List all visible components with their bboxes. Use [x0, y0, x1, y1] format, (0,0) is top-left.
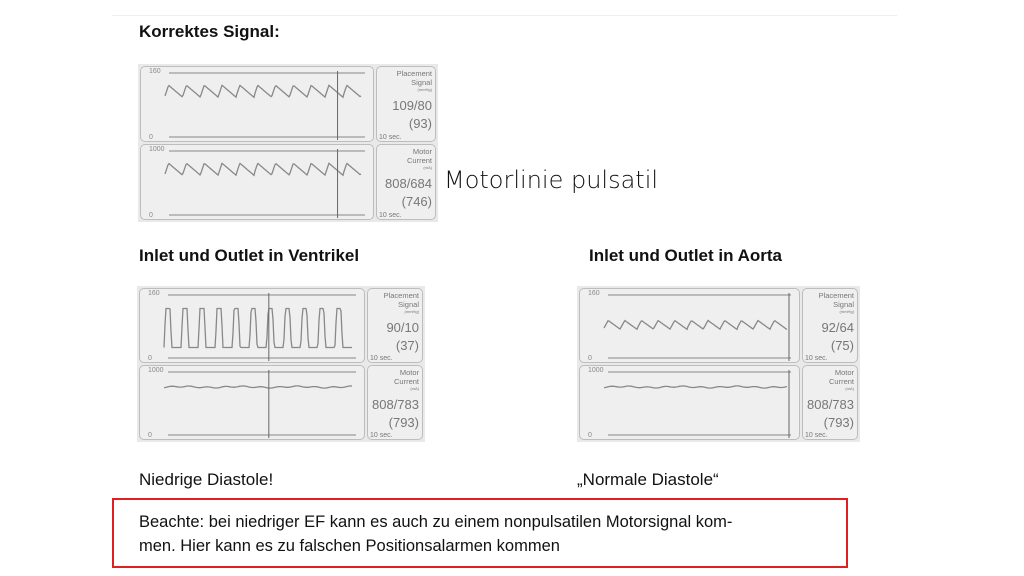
readout-unit: (mA): [845, 386, 854, 391]
heading-ventricle: Inlet und Outlet in Ventrikel: [139, 246, 360, 265]
y-max-label: 160: [588, 290, 600, 297]
monitor-correct-signal: 160 0 Placement Signal (mmHg) 109/80 (93…: [138, 64, 438, 222]
waveform-line: [164, 84, 362, 99]
motor-row: 1000 0 Motor Current (mA) 808/684 (746) …: [140, 144, 436, 220]
readout-unit: (mA): [410, 386, 419, 391]
heading-correct-signal: Korrektes Signal:: [139, 22, 280, 41]
readout-unit: (mmHg): [404, 309, 419, 314]
motor-row: 1000 0 Motor Current (mA) 808/783 (793) …: [139, 365, 423, 440]
warning-note-box: Beachte: bei niedriger EF kann es auch z…: [112, 498, 848, 568]
motor-readout: Motor Current (mA) 808/783 (793) 10 sec.: [802, 365, 858, 440]
readout-value: 109/80: [392, 98, 432, 113]
motor-waveform-plot: 1000 0: [579, 365, 800, 440]
waveform-trace: [603, 293, 791, 361]
waveform-line: [603, 385, 788, 389]
placement-waveform-plot: 160 0: [140, 66, 374, 142]
readout-label: Motor: [399, 368, 419, 377]
placement-waveform-plot: 160 0: [139, 288, 365, 363]
readout-value: 808/684: [385, 176, 432, 191]
annotation-motor-pulsatile: Motorlinie pulsatil: [444, 166, 659, 194]
placement-waveform-plot: 160 0: [579, 288, 800, 363]
waveform-line: [163, 307, 352, 349]
readout-mean: (37): [395, 338, 419, 353]
y-max-label: 160: [148, 290, 160, 297]
y-min-label: 0: [148, 355, 152, 362]
readout-unit: (mmHg): [417, 87, 432, 92]
divider: [112, 15, 897, 16]
note-line-1: Beachte: bei niedriger EF kann es auch z…: [139, 513, 733, 531]
motor-waveform-plot: 1000 0: [139, 365, 365, 440]
placement-row: 160 0 Placement Signal (mmHg) 109/80 (93…: [140, 66, 436, 142]
heading-aorta: Inlet und Outlet in Aorta: [589, 246, 782, 265]
readout-label: Current: [393, 377, 419, 386]
readout-label: Motor: [834, 368, 854, 377]
readout-mean: (793): [388, 415, 419, 430]
y-max-label: 1000: [588, 367, 604, 374]
motor-readout: Motor Current (mA) 808/684 (746) 10 sec.: [376, 144, 436, 220]
y-min-label: 0: [149, 212, 153, 219]
readout-unit: (mA): [423, 165, 432, 170]
caption-ventricle: Niedrige Diastole!: [139, 470, 274, 489]
readout-label: Signal: [833, 300, 854, 309]
placement-readout: Placement Signal (mmHg) 92/64 (75) 10 se…: [802, 288, 858, 363]
placement-readout: Placement Signal (mmHg) 90/10 (37) 10 se…: [367, 288, 423, 363]
placement-readout: Placement Signal (mmHg) 109/80 (93) 10 s…: [376, 66, 436, 142]
readout-mean: (746): [401, 194, 432, 209]
waveform-trace: [163, 370, 356, 438]
y-max-label: 1000: [148, 367, 164, 374]
readout-label: Signal: [398, 300, 419, 309]
y-min-label: 0: [148, 432, 152, 439]
readout-label: Motor: [412, 147, 432, 156]
placement-row: 160 0 Placement Signal (mmHg) 90/10 (37)…: [139, 288, 423, 363]
motor-row: 1000 0 Motor Current (mA) 808/783 (793) …: [579, 365, 858, 440]
note-line-2: men. Hier kann es zu falschen Positionsa…: [139, 537, 560, 555]
waveform-trace: [603, 370, 791, 438]
readout-mean: (93): [408, 116, 432, 131]
readout-value: 92/64: [821, 320, 854, 335]
caption-aorta: „Normale Diastole“: [577, 470, 719, 489]
readout-label: Placement: [383, 291, 419, 300]
motor-readout: Motor Current (mA) 808/783 (793) 10 sec.: [367, 365, 423, 440]
time-window-label: 10 sec.: [379, 134, 402, 141]
monitor-aorta: 160 0 Placement Signal (mmHg) 92/64 (75)…: [577, 286, 860, 442]
waveform-trace: [163, 293, 356, 361]
readout-label: Placement: [818, 291, 854, 300]
time-window-label: 10 sec.: [805, 355, 828, 362]
time-window-label: 10 sec.: [370, 355, 393, 362]
readout-label: Current: [828, 377, 854, 386]
y-min-label: 0: [149, 134, 153, 141]
waveform-line: [164, 162, 362, 177]
y-min-label: 0: [588, 355, 592, 362]
waveform-line: [163, 385, 353, 389]
readout-unit: (mmHg): [839, 309, 854, 314]
readout-label: Current: [406, 156, 432, 165]
time-window-label: 10 sec.: [805, 432, 828, 439]
waveform-line: [603, 319, 788, 331]
readout-mean: (75): [830, 338, 854, 353]
readout-value: 808/783: [372, 397, 419, 412]
time-window-label: 10 sec.: [370, 432, 393, 439]
waveform-trace: [164, 149, 365, 218]
readout-value: 808/783: [807, 397, 854, 412]
readout-value: 90/10: [386, 320, 419, 335]
motor-waveform-plot: 1000 0: [140, 144, 374, 220]
readout-label: Signal: [411, 78, 432, 87]
y-max-label: 1000: [149, 146, 165, 153]
time-window-label: 10 sec.: [379, 212, 402, 219]
placement-row: 160 0 Placement Signal (mmHg) 92/64 (75)…: [579, 288, 858, 363]
y-min-label: 0: [588, 432, 592, 439]
monitor-ventricle: 160 0 Placement Signal (mmHg) 90/10 (37)…: [137, 286, 425, 442]
waveform-trace: [164, 71, 365, 140]
y-max-label: 160: [149, 68, 161, 75]
readout-label: Placement: [396, 69, 432, 78]
readout-mean: (793): [823, 415, 854, 430]
